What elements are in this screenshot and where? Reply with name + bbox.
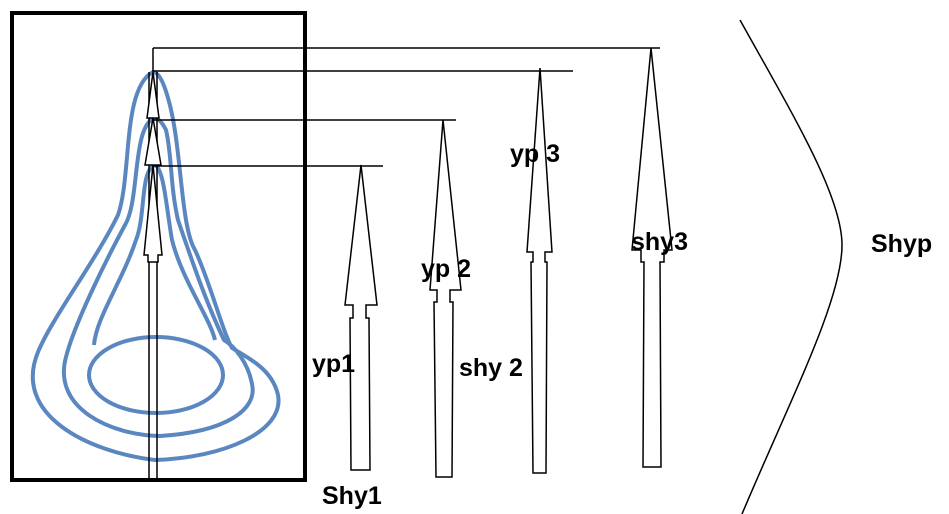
label-yp3: yp 3 [510,140,560,168]
label-shyp: Shyp [871,230,932,258]
spine-arrow-low [143,164,163,263]
inner-contour [92,163,217,346]
arrow-2 [429,119,462,478]
arrow-3 [526,67,553,474]
label-shy1: Shy1 [322,482,382,510]
label-shy2: shy 2 [459,354,523,382]
label-yp1: yp1 [312,350,355,378]
arrow-1 [344,164,378,471]
curve-shyp [739,19,843,514]
connector-lines [153,47,660,167]
outer-contour [30,69,281,463]
label-yp2: yp 2 [421,255,471,283]
contour-group [30,69,281,463]
frame-box [10,11,307,482]
label-shy3: shy3 [631,228,688,256]
inner-ellipse [87,335,225,415]
arrow-4 [631,47,673,468]
middle-contour [62,115,255,439]
spine-arrows [143,71,163,263]
